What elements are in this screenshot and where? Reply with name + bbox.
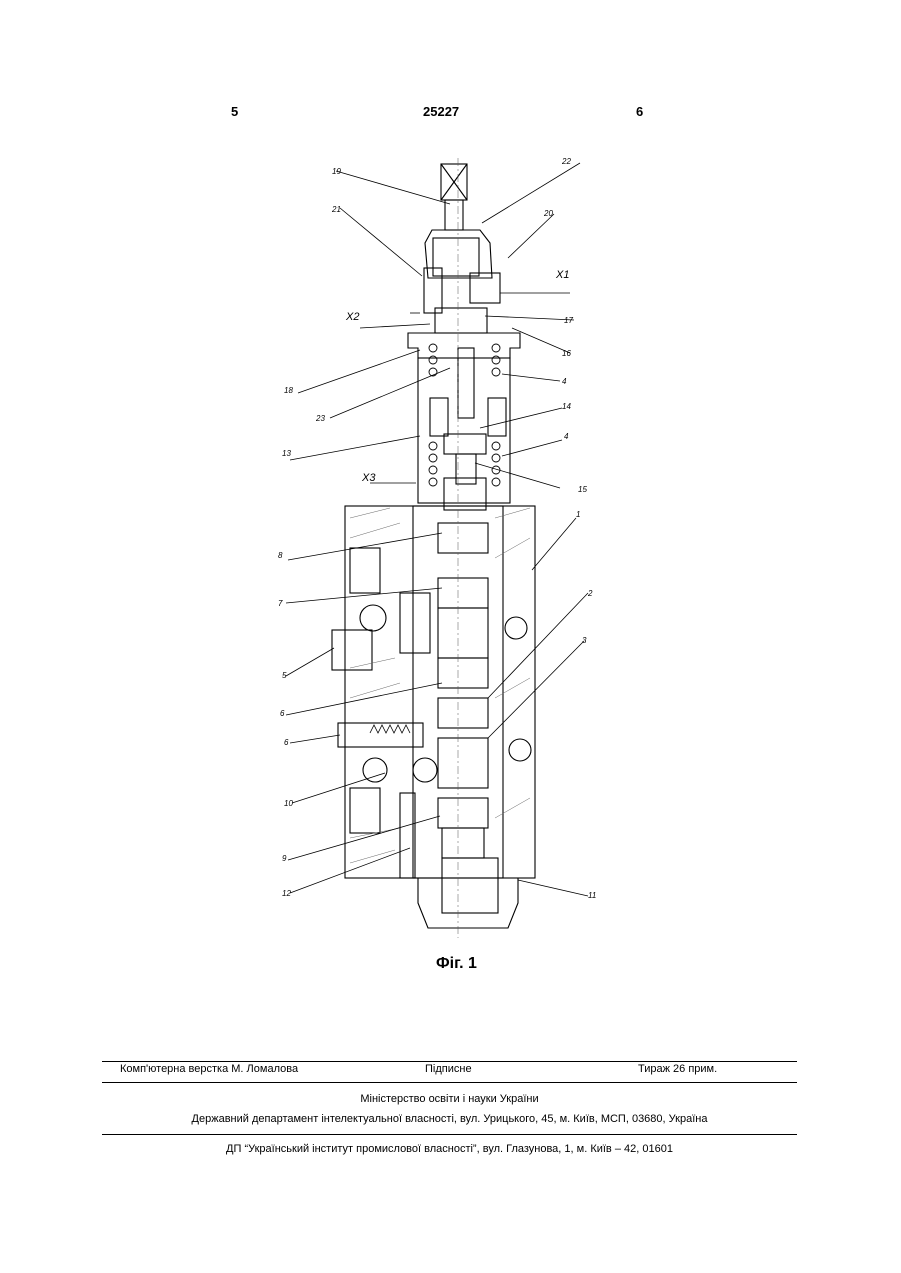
label-21: 21 [331,205,341,214]
label-9: 9 [282,854,287,863]
label-5: 5 [282,671,287,680]
patent-number: 25227 [423,104,459,119]
page-number-right: 6 [636,104,643,119]
label-1: 1 [576,510,580,519]
footer-department: Державний департамент інтелектуальної вл… [102,1113,797,1125]
label-3: 3 [582,636,587,645]
footer-circulation: Тираж 26 прим. [638,1063,717,1075]
label-16: 16 [562,349,571,358]
label-8-upper: 8 [278,551,283,560]
label-19: 19 [332,167,341,176]
label-15: 15 [578,485,587,494]
footer-rule-middle [102,1082,797,1083]
label-4-lower: 4 [564,432,569,441]
label-13: 13 [282,449,291,458]
label-20: 20 [543,209,553,218]
label-7: 7 [278,599,283,608]
footer-ministry: Міністерство освіти і науки України [102,1093,797,1105]
label-x3: X3 [361,472,376,484]
label-4-upper: 4 [562,377,567,386]
label-10: 10 [284,799,293,808]
label-11: 11 [588,891,596,900]
label-x2: X2 [345,311,359,323]
label-8-lower: 6 [280,709,285,718]
page-number-left: 5 [231,104,238,119]
label-2: 2 [587,589,593,598]
label-22: 22 [561,157,571,166]
label-14: 14 [562,402,571,411]
footer-signed: Підписне [425,1063,472,1075]
label-x1: X1 [555,269,569,281]
footer-institute: ДП “Український інститут промислової вла… [102,1143,797,1155]
label-12: 12 [282,889,291,898]
footer-rule-bottom [102,1134,797,1135]
footer-layout: Комп'ютерна верстка М. Ломалова [120,1063,298,1075]
footer-rule-top [102,1061,797,1062]
figure-caption: Фіг. 1 [436,955,477,973]
label-17: 17 [564,316,573,325]
label-23: 23 [315,414,325,423]
label-6: 6 [284,738,289,747]
label-18: 18 [284,386,293,395]
technical-drawing: 19 22 21 20 X1 X2 17 16 18 4 23 14 13 4 … [270,138,615,983]
